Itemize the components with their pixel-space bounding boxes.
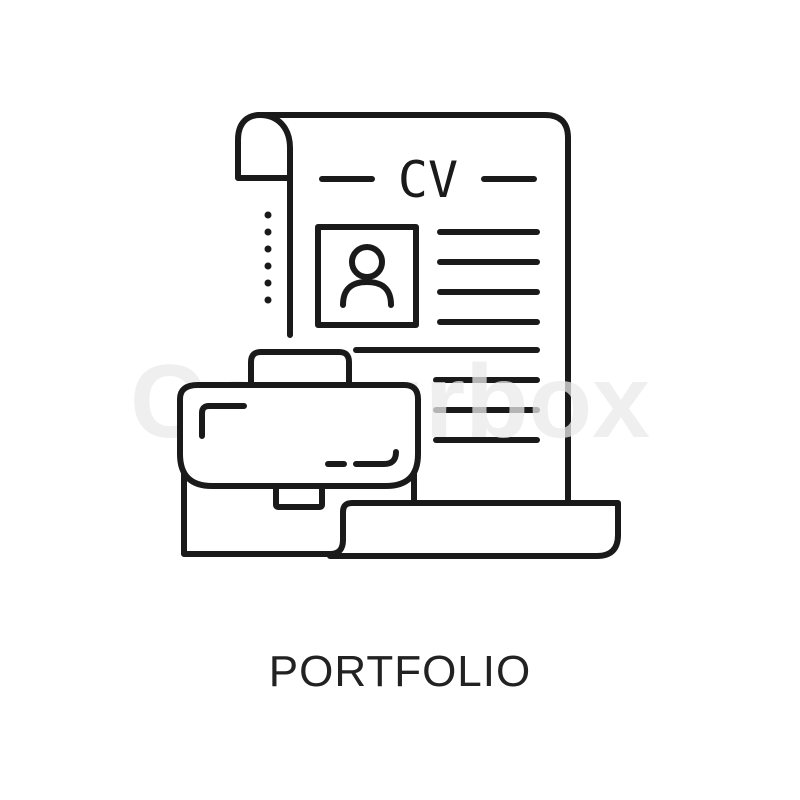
document-bottom-roll [327,500,621,559]
briefcase-highlight-curve [353,449,399,467]
cv-document-icon: CV [235,112,571,503]
caption-title: PORTFOLIO [268,647,532,696]
profile-photo-icon [315,224,419,328]
dotted-margin-line [264,211,272,304]
briefcase-highlight-left [199,403,247,439]
briefcase-handle [248,349,352,390]
briefcase-clasp [273,483,325,510]
resume-text-lines [353,229,540,443]
briefcase-icon [177,349,421,557]
document-page [255,112,571,503]
document-curl [235,112,293,338]
briefcase-lid [177,382,421,489]
cv-heading: CV [398,151,458,209]
